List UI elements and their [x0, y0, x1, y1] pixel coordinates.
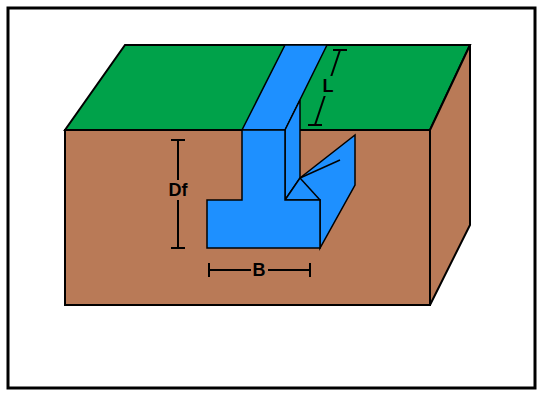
footing-front: [207, 130, 320, 248]
dimension-label: Df: [167, 180, 190, 200]
ground-surface: [65, 45, 470, 130]
soil-front: [65, 130, 430, 305]
soil-side: [430, 45, 470, 305]
dimension-label: B: [251, 260, 268, 280]
dimension-line: [315, 50, 340, 125]
dimension-label: L: [321, 76, 336, 96]
frame: [8, 8, 535, 388]
wall-top: [242, 45, 327, 130]
